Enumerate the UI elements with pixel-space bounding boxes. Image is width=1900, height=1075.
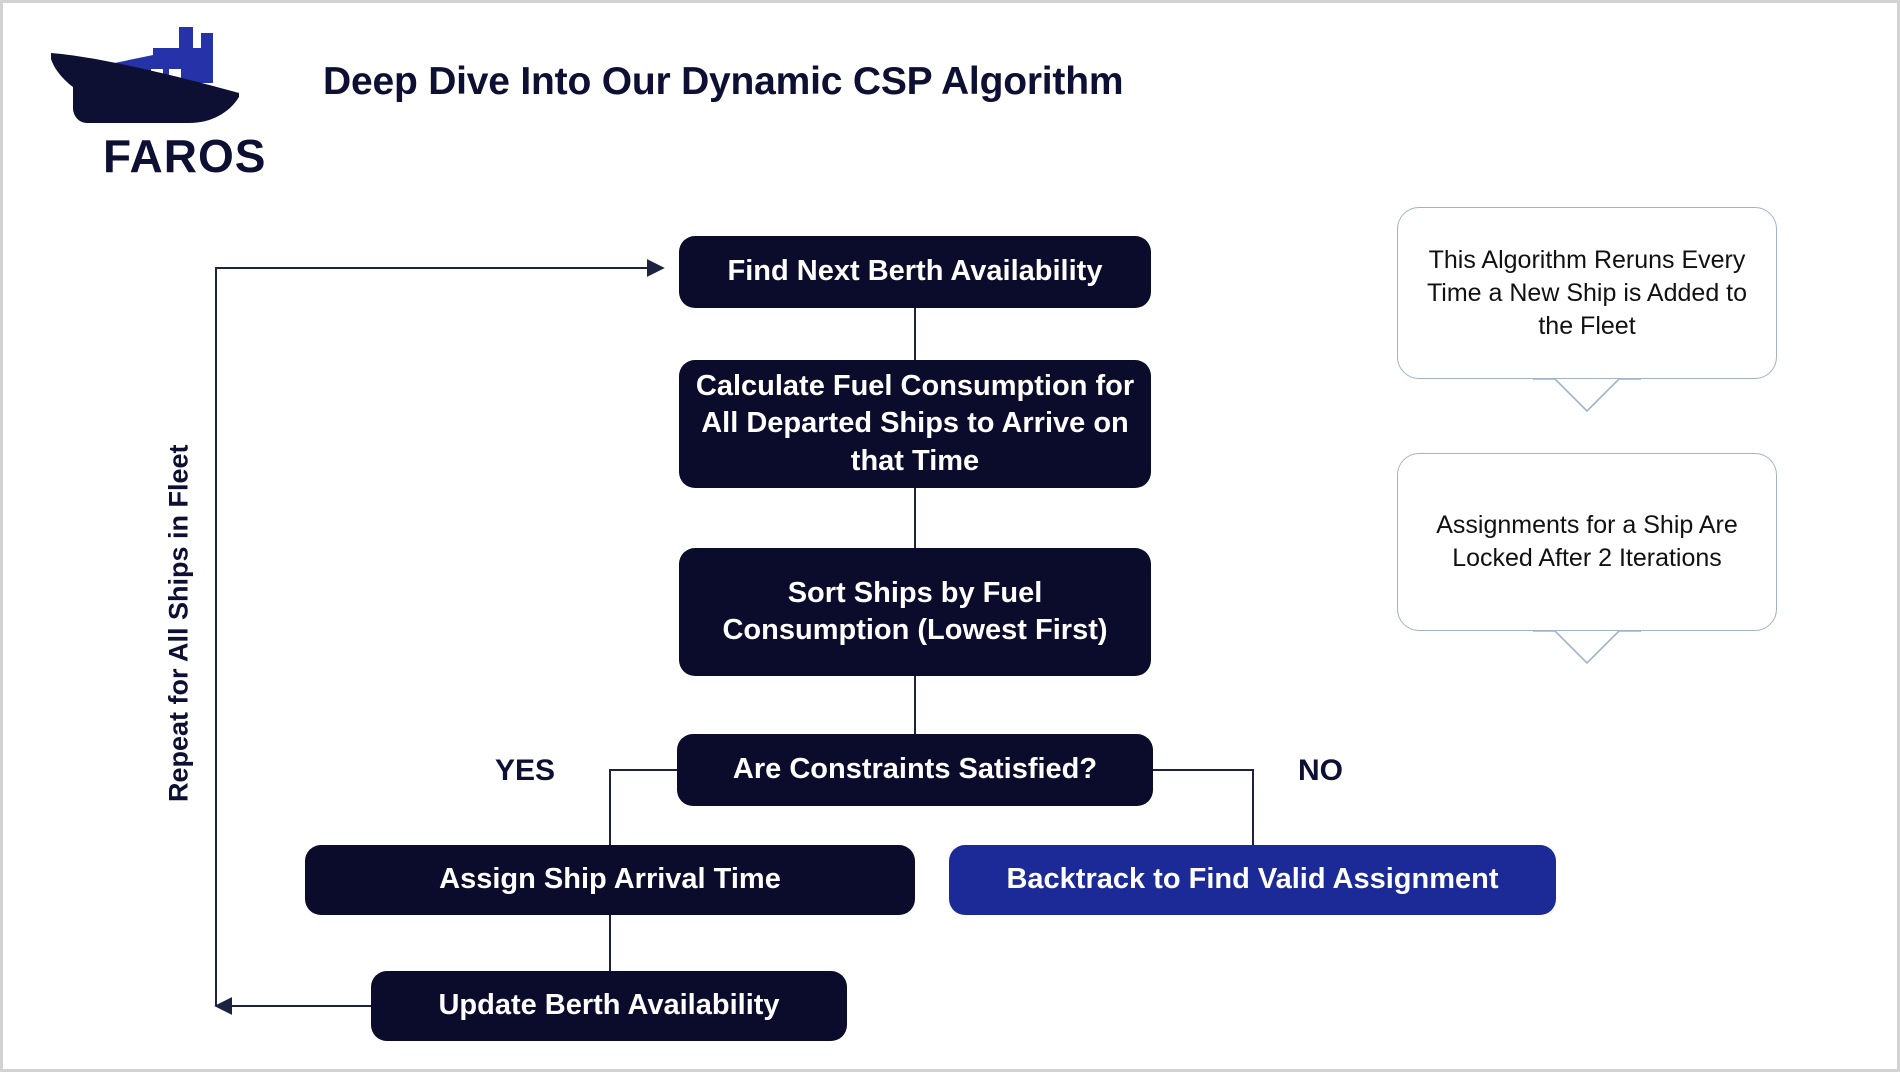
callout-lock-text: Assignments for a Ship Are Locked After … (1397, 453, 1777, 631)
ship-factory-logo-icon (51, 27, 239, 123)
callout-rerun-note: This Algorithm Reruns Every Time a New S… (1397, 207, 1777, 413)
brand-name: FAROS (103, 130, 267, 182)
page-title: Deep Dive Into Our Dynamic CSP Algorithm (323, 60, 1124, 103)
connector-yes-to-assign (609, 769, 677, 845)
branch-label-no: NO (1298, 754, 1343, 787)
node-update-berth[interactable]: Update Berth Availability (371, 971, 847, 1041)
faros-logo: FAROS (43, 21, 283, 191)
node-constraints-check[interactable]: Are Constraints Satisfied? (677, 734, 1153, 806)
callout-lock-note: Assignments for a Ship Are Locked After … (1397, 453, 1777, 665)
callout-rerun-text: This Algorithm Reruns Every Time a New S… (1397, 207, 1777, 379)
loop-rail-label: Repeat for All Ships in Fleet (163, 444, 194, 802)
node-sort-ships[interactable]: Sort Ships by Fuel Consumption (Lowest F… (679, 548, 1151, 676)
branch-label-yes: YES (495, 754, 556, 787)
callout-tail-icon (1533, 378, 1641, 413)
connector-no-to-backtrack (1153, 769, 1254, 845)
node-calculate-fuel[interactable]: Calculate Fuel Consumption for All Depar… (679, 360, 1151, 488)
callout-tail-icon (1533, 630, 1641, 665)
node-find-next-berth[interactable]: Find Next Berth Availability (679, 236, 1151, 308)
node-backtrack[interactable]: Backtrack to Find Valid Assignment (949, 845, 1556, 915)
node-assign-arrival[interactable]: Assign Ship Arrival Time (305, 845, 915, 915)
